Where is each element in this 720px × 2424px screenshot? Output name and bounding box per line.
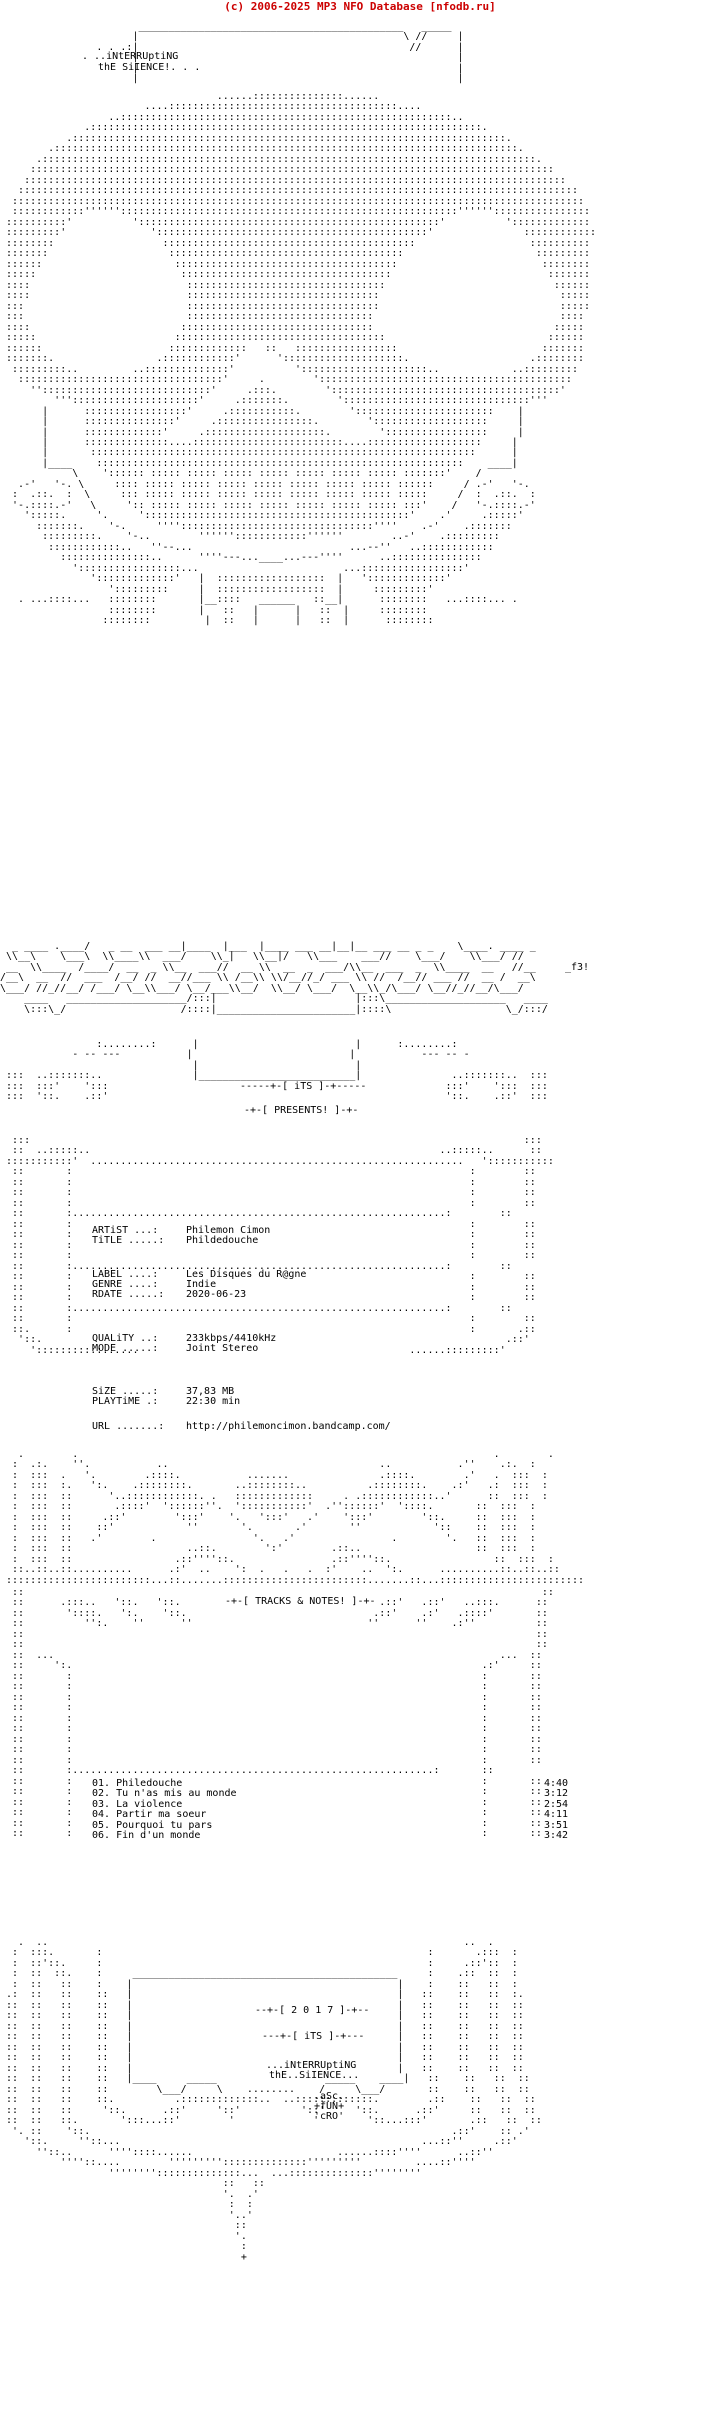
ascii-tracks-frame: :: :: :: .:::.. '::. '::. .::' .::' ..::… [12, 1587, 554, 1840]
group-name-line1: . ..iNtERRUptiNG [82, 51, 179, 62]
track-number: 01. [92, 1778, 117, 1789]
track-number: 05. [92, 1819, 117, 1831]
footer-name2: thE..SiIENCE... [269, 2070, 360, 2081]
footer-name1: ...iNtERRUptiNG [266, 2060, 357, 2071]
track-number: 04. [92, 1809, 117, 1821]
rdate-label: RDATE .....: [92, 1289, 165, 1300]
playtime-label: PLAYTiME .: [92, 1396, 159, 1407]
size-value: 37,83 MB [186, 1386, 235, 1397]
ascii-footer-art: . .. .. . : :::. : : .::: : : ::'::. : [6, 1937, 542, 2263]
footer-year: --+-[ 2 0 1 7 ]-+-- [255, 2005, 370, 2016]
track-row: 05. Pourquoi tu pars 3:51 [92, 1819, 612, 1832]
track-title: La violence [116, 1798, 183, 1810]
track-title: Tu n'as mis au monde [116, 1788, 237, 1800]
track-row: 01. Philedouche 4:40 [92, 1778, 612, 1790]
track-row: 03. La violence 2:54 [92, 1798, 612, 1811]
url-value[interactable]: http://philemoncimon.bandcamp.com/ [186, 1421, 391, 1432]
track-row: 06. Fin d'un monde 3:42 [92, 1830, 612, 1842]
genre-value: Indie [186, 1279, 217, 1290]
rdate-value: 2020-06-23 [186, 1289, 247, 1300]
track-time: 3:42 [544, 1830, 569, 1841]
track-time: 3:12 [544, 1788, 569, 1800]
ascii-mid-ornament: . . . . : .:. ''. .. .. .'' .:. : : ::: … [6, 1449, 584, 1586]
track-time: 4:40 [544, 1778, 569, 1789]
title-label: TiTLE .....: [92, 1235, 165, 1246]
footer-its: ---+-[ iTS ]-+--- [262, 2031, 365, 2042]
track-title: Philedouche [116, 1778, 183, 1789]
track-title: Fin d'un monde [116, 1830, 201, 1841]
presents-label: -+-[ PRESENTS! ]-+- [244, 1105, 359, 1116]
track-number: 06. [92, 1830, 117, 1841]
track-title: Pourquoi tu pars [116, 1819, 213, 1831]
track-number: 03. [92, 1798, 117, 1810]
tracks-header: -+-[ TRACKS & NOTES! ]-+- [225, 1596, 376, 1607]
footer-cro: 'cRO' [314, 2111, 345, 2122]
mode-value: Joint Stereo [186, 1343, 259, 1354]
ascii-release-frame: ::: ::: :: ..:::::.. ..:::::.. :: ::::::… [6, 1135, 554, 1356]
track-number: 02. [92, 1788, 117, 1800]
quality-value: 233kbps/4410kHz [186, 1333, 277, 1344]
cracktro-tag: _f3! [565, 962, 590, 973]
track-time: 3:51 [544, 1819, 569, 1831]
mode-label: MODE .....: [92, 1343, 159, 1354]
artist-value: Philemon Cimon [186, 1225, 271, 1236]
ascii-header-frame: ________________________________________… [96, 21, 464, 85]
track-time: 4:11 [544, 1809, 569, 1821]
label-value: Les Disques du R@gne [186, 1269, 307, 1280]
quality-label: QUALiTY ..: [92, 1333, 159, 1344]
group-name-line2: thE SiIENCE!. . . [98, 62, 201, 73]
ascii-presents-frame: :........: | | :........: - -- --- | | -… [6, 1039, 548, 1103]
track-title: Partir ma soeur [116, 1809, 207, 1821]
url-label: URL .......: [92, 1421, 165, 1432]
nfodb-credit: (c) 2006-2025 MP3 NFO Database [nfodb.ru… [224, 0, 496, 13]
ascii-chain-banner: _ ____ .____/ _ __ ___ __|____ |___ |___… [0, 941, 548, 1015]
artist-label: ARTiST ...: [92, 1225, 159, 1236]
footer-fun: +fUN+ [314, 2101, 345, 2112]
title-value: Phildedouche [186, 1235, 259, 1246]
track-time: 2:54 [544, 1798, 569, 1810]
size-label: SiZE .....: [92, 1386, 159, 1397]
ascii-skull-art: ......:::::::::::::::...... ....::::::::… [6, 91, 597, 627]
genre-label: GENRE ....: [92, 1279, 159, 1290]
playtime-value: 22:30 min [186, 1396, 241, 1407]
track-row: 02. Tu n'as mis au monde 3:12 [92, 1789, 612, 1800]
footer-asc: .aSc. [314, 2091, 345, 2102]
track-row: 04. Partir ma soeur 4:11 [92, 1809, 612, 1821]
presents-its: -----+-[ iTS ]-+----- [240, 1081, 367, 1092]
label-label: LABEL ....: [92, 1269, 159, 1280]
